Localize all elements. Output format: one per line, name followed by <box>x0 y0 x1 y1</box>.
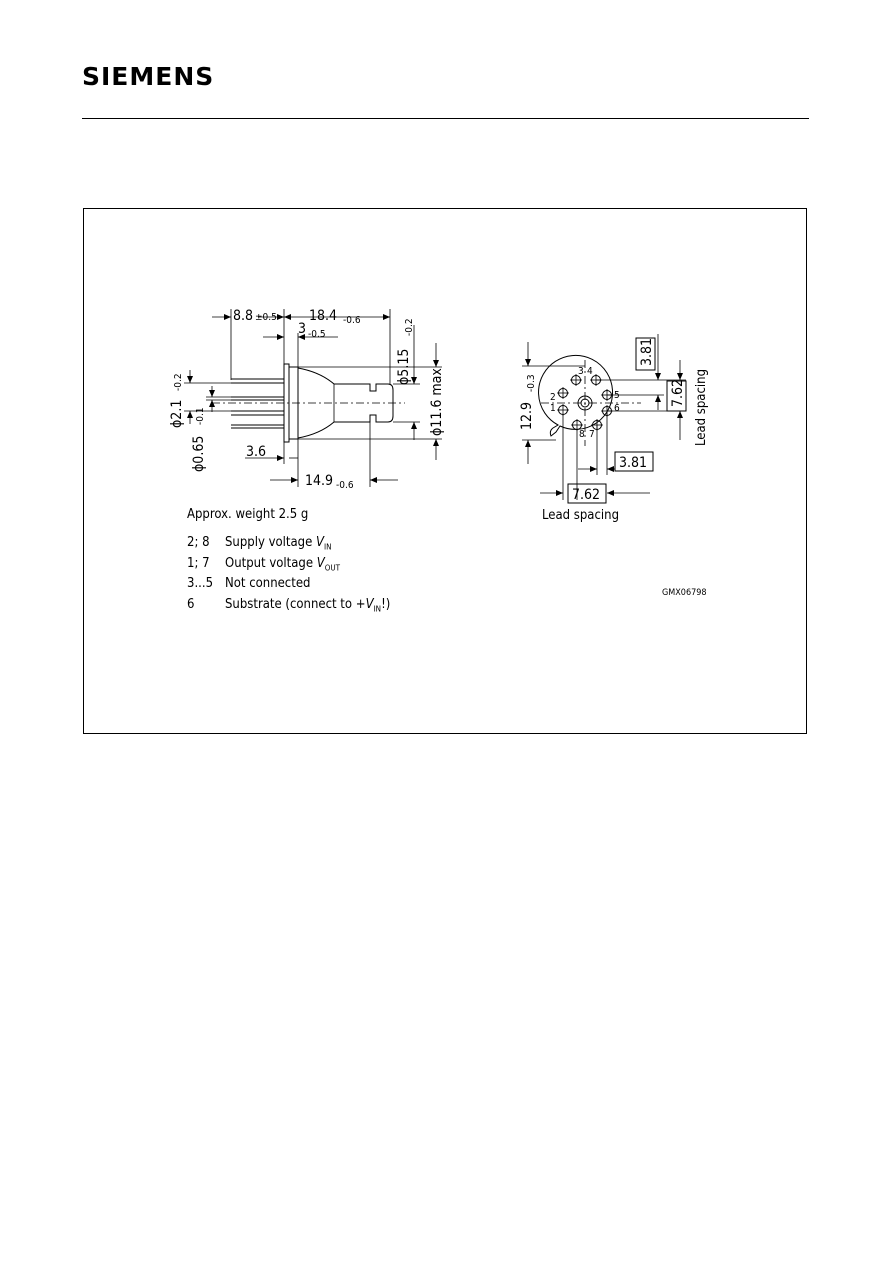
dim-body-tol: -0.6 <box>336 480 354 491</box>
pin-number: 2 <box>550 392 556 403</box>
pin-note-desc: Substrate (connect to + <box>225 596 366 612</box>
pin-note-symbol: V <box>316 555 325 571</box>
dim-short: 3.6 <box>246 444 266 460</box>
pin-note-pins: 1; 7 <box>187 555 210 571</box>
dim-nose-dia-tol: -0.2 <box>404 318 415 336</box>
pin-number: 1 <box>550 403 556 414</box>
dim-pin-circle-tol: -0.2 <box>173 373 184 391</box>
box-top-label: 3.81 <box>639 338 655 366</box>
side-view: 8.8 ±0.5 18.4 -0.6 3 -0.5 ϕ5.15 -0.2 ϕ11… <box>169 308 445 491</box>
pin-note-sub: IN <box>373 604 382 614</box>
dim-flange-tol: -0.5 <box>308 329 326 340</box>
pin-note-sub: IN <box>324 542 332 552</box>
dim-height-tol: -0.3 <box>526 374 537 392</box>
pin-number: 5 <box>614 390 620 401</box>
dim-max-dia: ϕ11.6 max <box>429 368 445 436</box>
pin-number: 4 <box>587 366 593 377</box>
pin-note-pins: 3...5 <box>187 576 214 592</box>
pin-note: 3...5 Not connected <box>187 576 390 597</box>
dim-body-length: 18.4 <box>309 308 337 324</box>
pin-number: 6 <box>614 403 620 414</box>
box-bottom-label: 7.62 <box>572 487 600 503</box>
pin-note-sub: OUT <box>324 563 341 573</box>
dim-pin-circle: ϕ2.1 <box>169 400 185 428</box>
pin-note-desc: Not connected <box>225 576 311 592</box>
pin-notes: 2; 8 Supply voltage VIN 1; 7 Output volt… <box>187 535 390 617</box>
dim-flange: 3 <box>298 321 306 337</box>
pin-note-symbol: V <box>365 596 374 612</box>
pin-note-tail: !) <box>381 596 391 612</box>
dim-body: 14.9 <box>305 473 333 489</box>
pin-note-pins: 6 <box>187 596 195 612</box>
siemens-logo: SIEMENS <box>82 62 215 91</box>
pin-note-desc: Output voltage <box>225 555 317 571</box>
box-right <box>666 380 687 412</box>
pin-note: 6 Substrate (connect to +VIN!) <box>187 597 390 618</box>
box-mid <box>614 451 654 472</box>
dim-pin-length: 8.8 <box>233 308 253 324</box>
dim-height: 12.9 <box>519 402 535 430</box>
pin-note: 2; 8 Supply voltage VIN <box>187 535 390 556</box>
pin-number: 7 <box>589 429 595 440</box>
box-mid-label: 3.81 <box>619 455 647 471</box>
box-right-label: 7.62 <box>670 379 686 407</box>
lead-spacing-horizontal: Lead spacing <box>542 508 619 523</box>
pin-note-pins: 2; 8 <box>187 535 210 550</box>
drawing-frame <box>83 208 807 734</box>
dim-pin-dia: ϕ0.65 <box>191 436 207 472</box>
dim-body-length-tol: -0.6 <box>343 315 361 326</box>
weight-note: Approx. weight 2.5 g <box>187 507 309 522</box>
dim-pin-length-tol: ±0.5 <box>255 312 277 323</box>
header-rule <box>82 118 809 119</box>
pin-note: 1; 7 Output voltage VOUT <box>187 556 390 577</box>
pin-note-symbol: V <box>316 535 324 550</box>
box-bottom <box>567 483 607 504</box>
dim-pin-dia-tol: -0.1 <box>195 407 206 425</box>
end-view: 1 2 3 4 5 6 7 8 12.9 -0.3 3.81 7. <box>519 334 709 504</box>
drawing-code: GMX06798 <box>662 588 707 598</box>
box-top <box>635 337 656 371</box>
pin-number: 8 <box>579 429 585 440</box>
lead-spacing-vertical: Lead spacing <box>694 369 709 446</box>
pin-number: 3 <box>578 366 584 377</box>
pin-note-desc: Supply voltage <box>225 535 316 550</box>
